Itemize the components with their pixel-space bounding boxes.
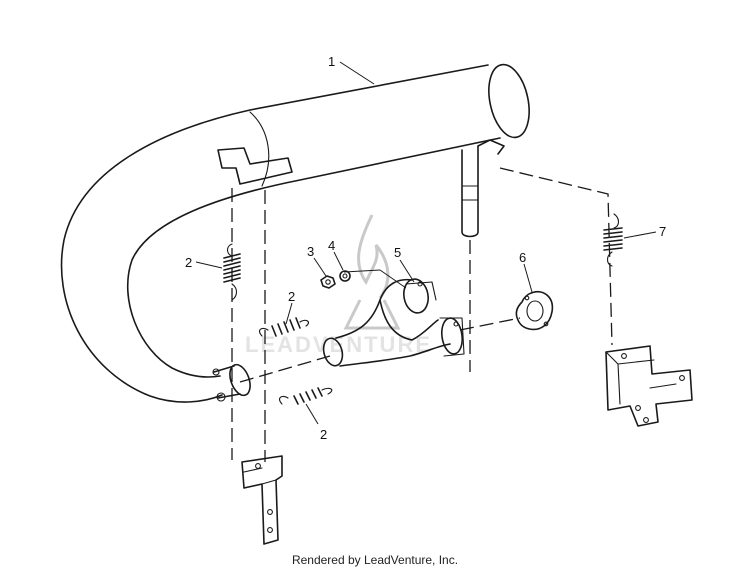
gasket — [515, 290, 554, 331]
spring-middle — [259, 317, 309, 337]
callout-2-left: 2 — [185, 255, 192, 270]
leader-lines — [195, 61, 657, 425]
spring-left — [223, 243, 241, 301]
bracket-lower-left — [241, 455, 283, 545]
bracket-lower-right — [605, 345, 693, 427]
callout-labels: 1 2 2 2 3 4 5 6 7 — [185, 54, 666, 442]
callout-2-middle: 2 — [288, 289, 295, 304]
callout-4: 4 — [328, 238, 335, 253]
callout-6: 6 — [519, 250, 526, 265]
watermark-text: LEADVENTURE — [245, 332, 432, 357]
washer — [339, 270, 351, 282]
callout-2-lower: 2 — [320, 427, 327, 442]
muffler-assembly — [60, 63, 530, 403]
callout-1: 1 — [328, 54, 335, 69]
callout-5: 5 — [394, 245, 401, 260]
spring-lower — [279, 387, 333, 405]
spring-right — [603, 213, 623, 267]
footer-credit: Rendered by LeadVenture, Inc. — [291, 553, 459, 567]
callout-3: 3 — [307, 244, 314, 259]
exhaust-manifold — [322, 269, 465, 367]
alignment-lines — [231, 167, 613, 462]
callout-7: 7 — [659, 224, 666, 239]
nut — [320, 275, 336, 289]
